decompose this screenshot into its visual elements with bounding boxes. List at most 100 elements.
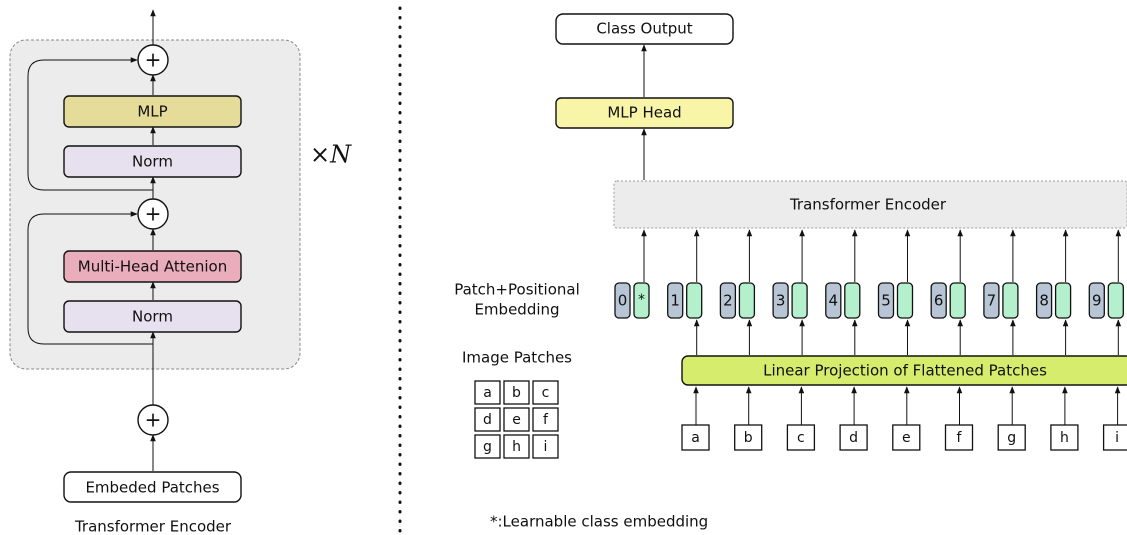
- norm-block-bottom: [63, 300, 242, 333]
- embedding-tokens: 0 * 1 2 3 4 5 6 7 8 9: [614, 229, 1124, 355]
- linear-projection-box: [681, 355, 1127, 386]
- position-id-label: 0: [618, 292, 628, 310]
- position-id-label: 5: [881, 292, 891, 310]
- attention-block: [63, 250, 242, 283]
- patch-input-box: [734, 424, 763, 451]
- norm-top-label: Norm: [132, 153, 173, 171]
- embedding-label-line2: Embedding: [474, 301, 559, 319]
- patch-embedding: [686, 282, 703, 319]
- grid-patch-letter: f: [543, 412, 549, 428]
- grid-patch-cell: [503, 407, 530, 432]
- position-embedding: [983, 282, 1000, 319]
- attention-label: Multi-Head Attenion: [78, 258, 227, 276]
- patch-input-box: [1050, 424, 1079, 451]
- position-embedding: [1035, 282, 1053, 319]
- class-output-label: Class Output: [596, 20, 692, 38]
- embedded-patches-box: [63, 471, 242, 503]
- patch-input-letter: c: [797, 430, 805, 446]
- patch-input-letter: h: [1060, 430, 1069, 446]
- mlp-label: MLP: [137, 103, 167, 121]
- position-embedding: [1088, 282, 1105, 319]
- patch-inputs: a b c d e f g h i: [681, 386, 1127, 451]
- encoder-block-caption: Transformer Encoder: [74, 518, 232, 535]
- patch-input-letter: f: [957, 430, 963, 446]
- residual-connection-bottom: [27, 211, 153, 345]
- repeat-n-label: ×N: [310, 141, 352, 169]
- grid-patch-letter: c: [542, 385, 550, 401]
- image-patches-grid: a b c d e f g h i: [474, 380, 559, 459]
- patch-embedding: [949, 282, 966, 319]
- patch-embedding: [791, 282, 808, 319]
- class-token-symbol: *: [638, 292, 645, 308]
- grid-patch-letter: g: [483, 439, 492, 455]
- transformer-encoder-box: [613, 180, 1127, 229]
- patch-input-letter: d: [849, 430, 858, 446]
- patch-input-letter: i: [1115, 430, 1119, 446]
- class-token-embedding: [633, 282, 650, 319]
- patch-input-letter: e: [902, 430, 911, 446]
- position-id-label: 3: [776, 292, 786, 310]
- grid-patch-letter: i: [544, 439, 548, 455]
- add-node-top: [137, 44, 169, 76]
- grid-patch-cell: [474, 434, 501, 459]
- patch-input-box: [681, 424, 710, 451]
- norm-block-top: [63, 145, 242, 178]
- grid-patch-cell: [474, 380, 501, 405]
- patch-embedding: [896, 282, 914, 319]
- grid-patch-cell: [532, 380, 559, 405]
- position-id-label: 4: [829, 292, 839, 310]
- patch-input-box: [1102, 424, 1127, 451]
- patch-input-box: [997, 424, 1026, 451]
- encoder-block-diagram: MLP Norm Multi-Head Attenion Norm + + + …: [9, 9, 352, 535]
- position-embedding: [667, 282, 684, 319]
- residual-connection-top: [27, 57, 153, 191]
- grid-patch-letter: a: [483, 385, 492, 401]
- vit-overview-diagram: Class Output MLP Head Transformer Encode…: [454, 13, 1127, 531]
- patch-input-box: [892, 424, 921, 451]
- position-embedding: [614, 282, 631, 319]
- patch-embedding: [1002, 282, 1019, 319]
- grid-patch-letter: e: [512, 412, 521, 428]
- add-node-input: [137, 404, 169, 436]
- grid-patch-cell: [532, 407, 559, 432]
- mlp-head-box: [555, 97, 734, 129]
- grid-patch-cell: [474, 407, 501, 432]
- class-output-box: [555, 13, 734, 45]
- add-node-input-symbol: +: [145, 408, 162, 432]
- position-embedding: [719, 282, 737, 319]
- position-embedding: [772, 282, 789, 319]
- position-id-label: 2: [723, 292, 733, 310]
- position-id-label: 8: [1039, 292, 1049, 310]
- linear-projection-label: Linear Projection of Flattened Patches: [763, 362, 1047, 380]
- mlp-block: [63, 95, 242, 128]
- patch-embedding: [844, 282, 861, 319]
- embedding-label-line1: Patch+Positional: [454, 281, 580, 299]
- grid-patch-letter: b: [512, 385, 521, 401]
- position-id-label: 7: [987, 292, 997, 310]
- grid-patch-cell: [503, 434, 530, 459]
- position-id-label: 6: [934, 292, 944, 310]
- grid-patch-cell: [503, 380, 530, 405]
- norm-bottom-label: Norm: [132, 308, 173, 326]
- position-id-label: 9: [1092, 292, 1102, 310]
- add-node-middle: [137, 198, 169, 230]
- position-embedding: [825, 282, 842, 319]
- transformer-encoder-label: Transformer Encoder: [789, 196, 947, 214]
- image-patches-label: Image Patches: [462, 349, 572, 367]
- patch-input-box: [839, 424, 868, 451]
- grid-patch-cell: [532, 434, 559, 459]
- add-node-middle-symbol: +: [145, 202, 162, 226]
- position-id-label: 1: [670, 292, 680, 310]
- position-embedding: [877, 282, 895, 319]
- patch-input-letter: a: [691, 430, 700, 446]
- mlp-head-label: MLP Head: [607, 104, 681, 122]
- patch-input-box: [786, 424, 816, 451]
- patch-embedding: [738, 282, 756, 319]
- grid-patch-letter: h: [512, 439, 521, 455]
- patch-input-letter: g: [1007, 430, 1016, 446]
- grid-patch-letter: d: [483, 412, 492, 428]
- patch-input-letter: b: [744, 430, 753, 446]
- embedded-patches-label: Embeded Patches: [85, 479, 219, 497]
- patch-embedding: [1054, 282, 1072, 319]
